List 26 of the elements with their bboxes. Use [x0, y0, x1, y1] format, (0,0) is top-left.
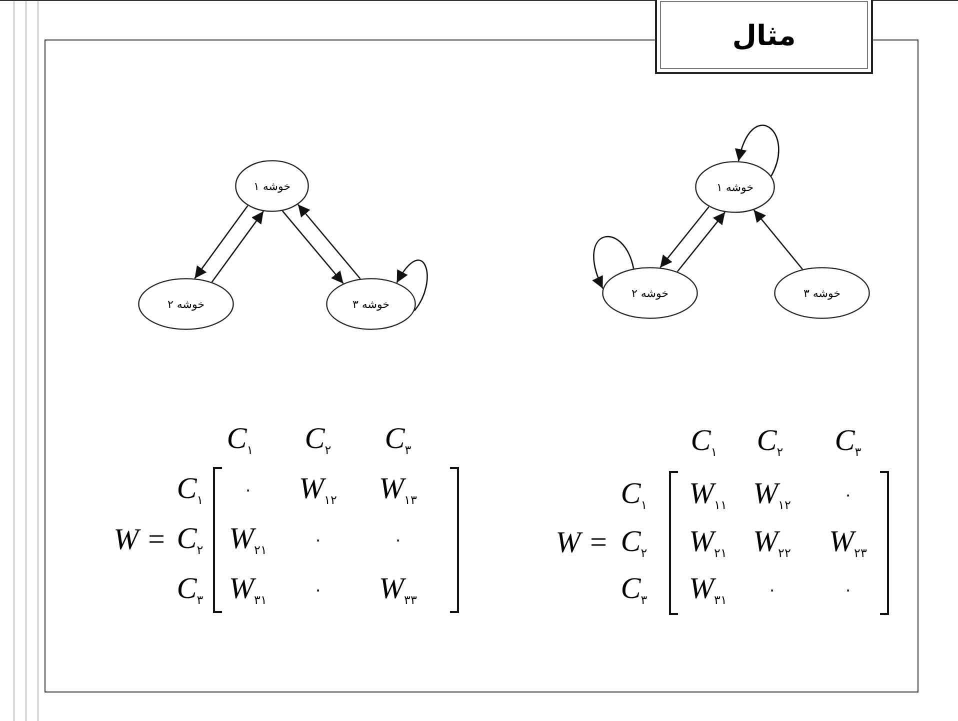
matrix-entry: ۰ — [844, 487, 852, 503]
arrow — [211, 210, 264, 282]
arrow — [736, 124, 780, 176]
title-box: مثال — [655, 0, 873, 74]
arrow — [297, 204, 361, 280]
cluster-ellipse: خوشه ۱ — [695, 161, 775, 213]
matrix-label: W = — [114, 525, 166, 555]
arrow — [282, 210, 344, 284]
matrix-entry: ۰ — [768, 582, 776, 598]
arrow — [592, 236, 634, 289]
arrow — [194, 205, 248, 279]
cluster-ellipse: خوشه ۱ — [235, 160, 309, 212]
matrix-label: W = — [556, 528, 608, 558]
arrow — [660, 206, 710, 268]
matrix-entry: ۰ — [244, 482, 252, 498]
arrow — [676, 212, 726, 272]
matrix-entry: ۰ — [314, 532, 322, 548]
matrix-entry: ۰ — [844, 582, 852, 598]
matrix-entry: ۰ — [314, 582, 322, 598]
matrix-entry: ۰ — [394, 532, 402, 548]
cluster-ellipse: خوشه ۳ — [326, 278, 416, 330]
cluster-ellipse: خوشه ۳ — [774, 267, 870, 319]
cluster-ellipse: خوشه ۲ — [602, 267, 698, 319]
arrow — [753, 210, 803, 270]
arrow — [396, 260, 428, 312]
cluster-ellipse: خوشه ۲ — [138, 278, 234, 330]
